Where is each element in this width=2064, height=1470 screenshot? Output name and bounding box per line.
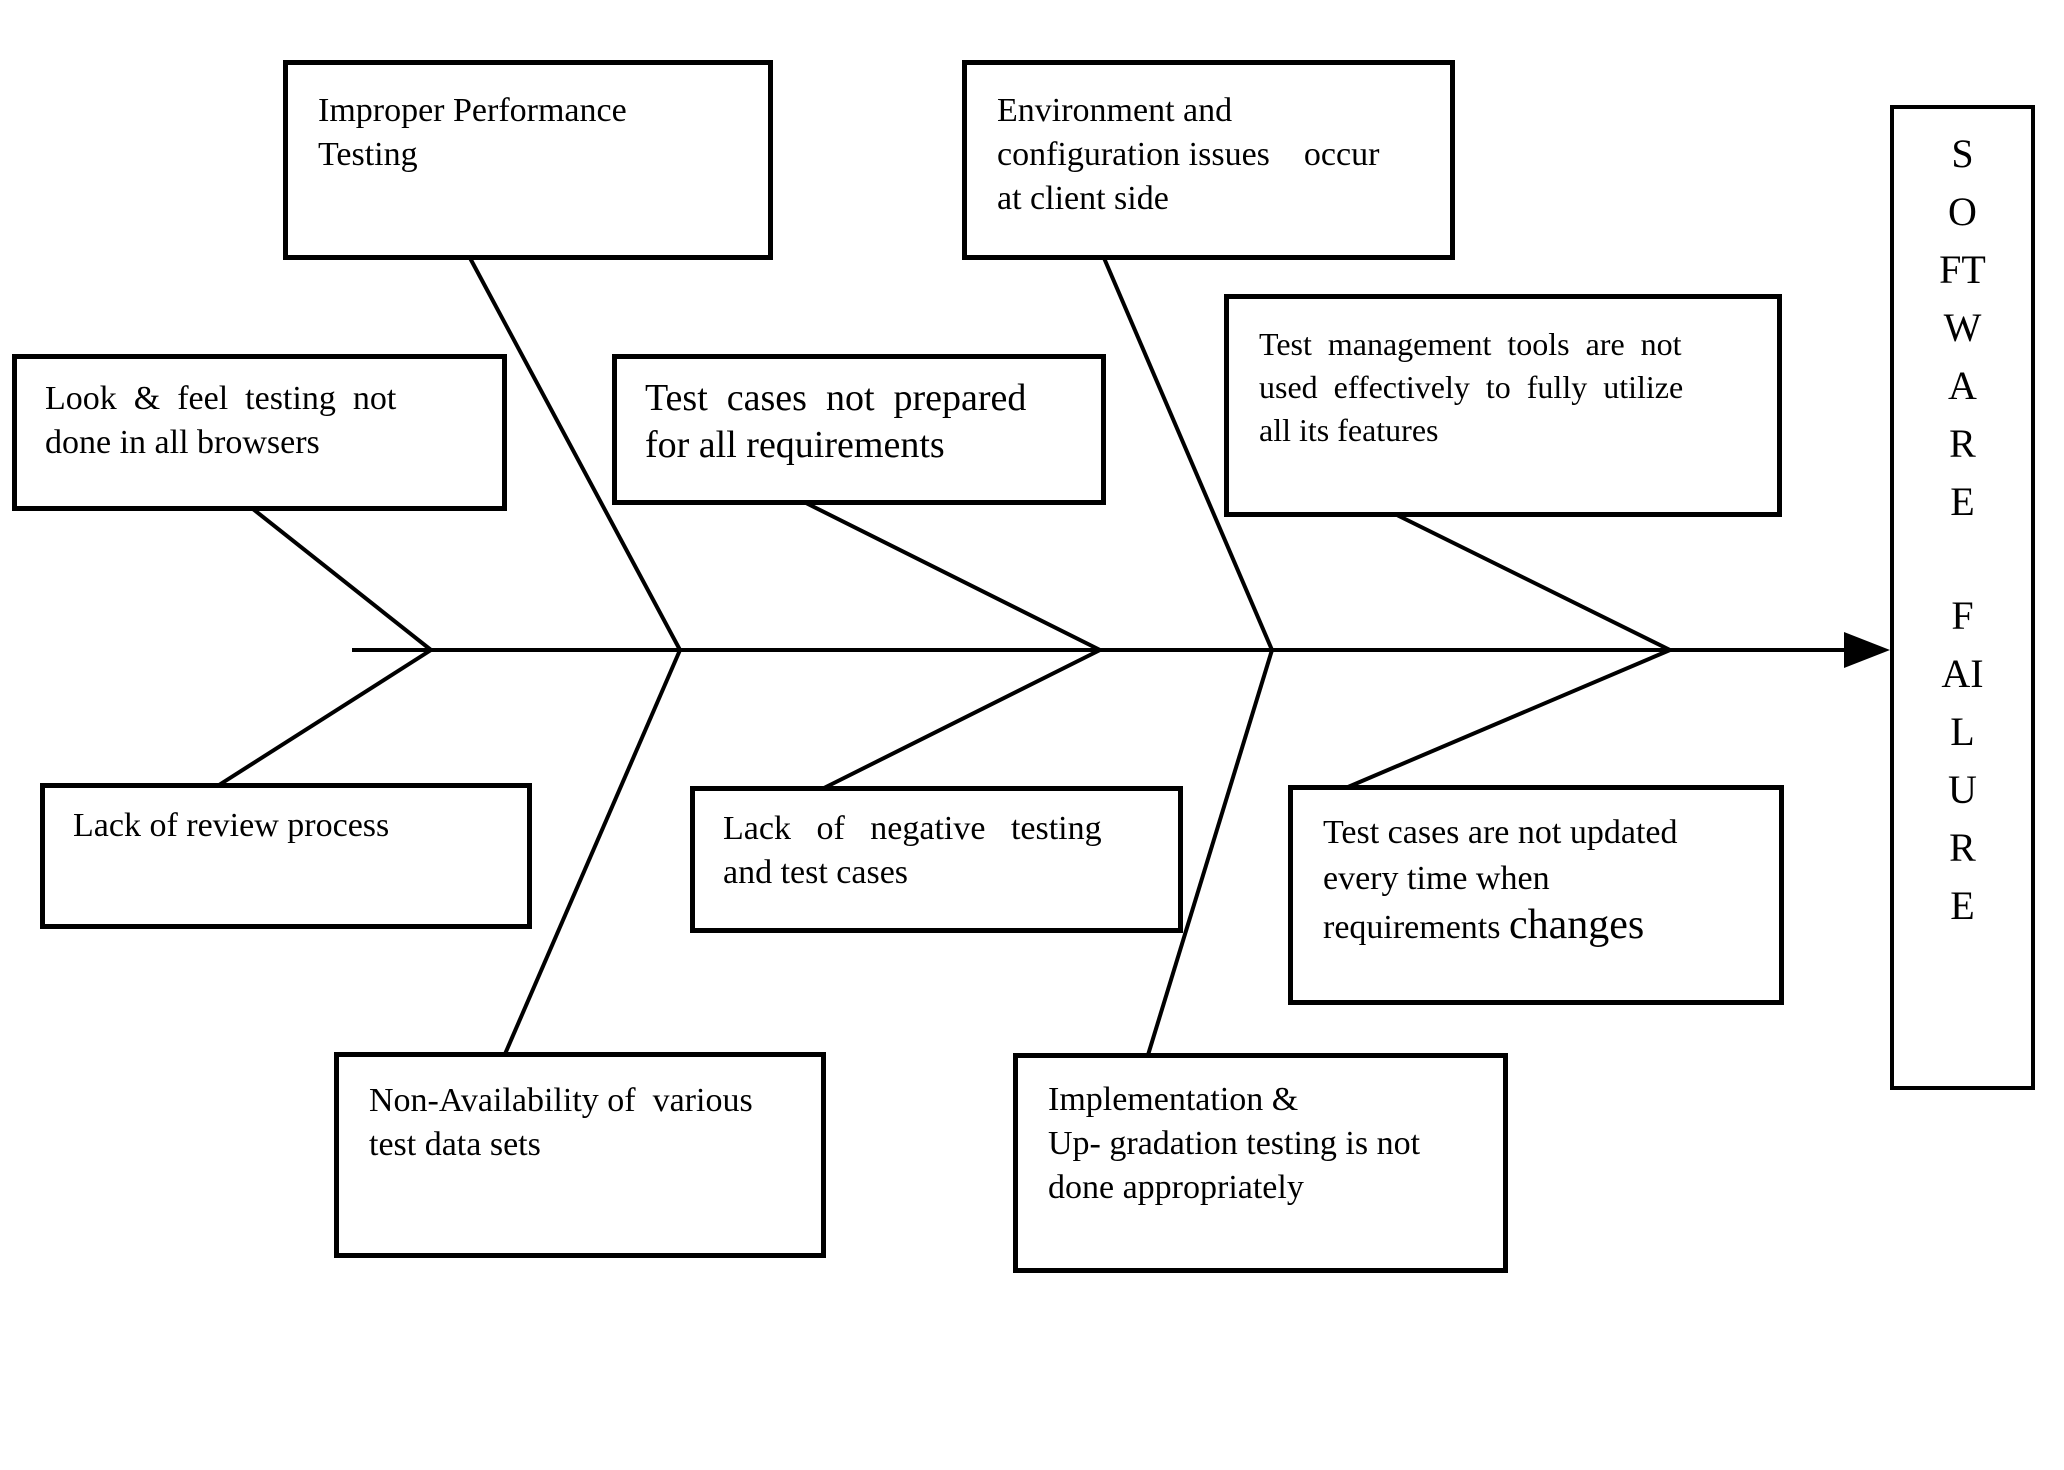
cause-box-test-cases-not-updated: Test cases are not updated every time wh… (1288, 785, 1784, 1005)
rib-improper-performance (468, 257, 682, 651)
rib-look-feel (251, 507, 433, 652)
cause-box-test-management-tools: Test management tools are not used effec… (1224, 294, 1782, 517)
rib-test-cases-not-prepared (805, 501, 1101, 652)
cause-box-lack-of-negative-testing: Lack of negative testing and test cases (690, 786, 1183, 933)
cause-box-implementation-upgradation: Implementation & Up- gradation testing i… (1013, 1053, 1508, 1273)
rib-test-management-tools (1396, 513, 1671, 652)
rib-implementation-upgradation (1146, 649, 1274, 1056)
rib-lack-of-negative-testing (823, 648, 1101, 790)
effect-word-failure: FAILURE (1941, 593, 1984, 928)
cause-box-improper-performance-testing: Improper Performance Testing (283, 60, 773, 260)
cause-text-main: Test cases are not updated every time wh… (1323, 814, 1678, 946)
spine-arrowhead-icon (1844, 632, 1890, 668)
cause-text-changes: changes (1509, 902, 1645, 948)
cause-box-environment-configuration: Environment and configuration issues occ… (962, 60, 1455, 260)
rib-test-cases-not-updated (1347, 648, 1671, 789)
cause-box-non-availability-test-data: Non-Availability of various test data se… (334, 1052, 826, 1258)
rib-non-availability (503, 649, 682, 1055)
rib-environment-config (1102, 257, 1274, 651)
cause-box-look-feel-testing: Look & feel testing not done in all brow… (12, 354, 507, 511)
rib-lack-of-review (217, 648, 433, 787)
cause-box-test-cases-not-prepared: Test cases not prepared for all requirem… (612, 354, 1106, 505)
effect-box-software-failure: SOFTWARE FAILURE (1890, 105, 2035, 1090)
effect-word-software: SOFTWARE (1939, 131, 1986, 524)
cause-box-lack-of-review-process: Lack of review process (40, 783, 532, 929)
